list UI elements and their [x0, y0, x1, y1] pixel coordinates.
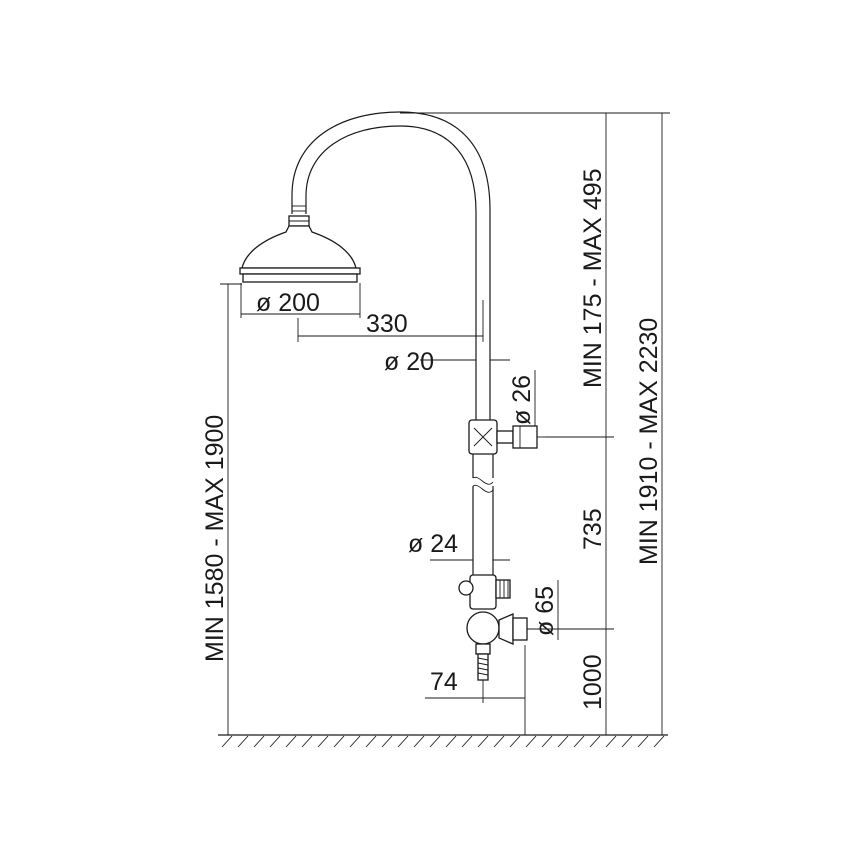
label-lower-tube-diameter: ø 24	[408, 530, 458, 558]
label-mixer-height: 1000	[579, 654, 607, 710]
label-arm-pipe-diameter: ø 20	[384, 348, 434, 376]
label-mixer-diameter: ø 65	[531, 586, 559, 636]
diverter-coupling	[468, 419, 545, 455]
shower-head	[239, 215, 361, 283]
label-outlet-offset: 74	[430, 668, 458, 696]
dimension-labels: ø 200 330 ø 20 ø 24 74 ø 26 ø 65 735 100…	[201, 168, 663, 710]
thermostatic-mixer	[458, 574, 548, 681]
label-head-height-range: MIN 1580 - MAX 1900	[201, 415, 229, 662]
floor-line	[218, 734, 668, 748]
label-arm-height-range: MIN 175 - MAX 495	[579, 168, 607, 388]
label-total-height-range: MIN 1910 - MAX 2230	[635, 318, 663, 565]
label-upper-tube-diameter: ø 26	[508, 375, 536, 425]
dimension-lines	[220, 112, 670, 735]
shower-arm	[291, 111, 491, 420]
label-head-diameter: ø 200	[256, 289, 320, 317]
label-slider-height: 735	[579, 508, 607, 550]
label-arm-projection: 330	[366, 310, 408, 338]
